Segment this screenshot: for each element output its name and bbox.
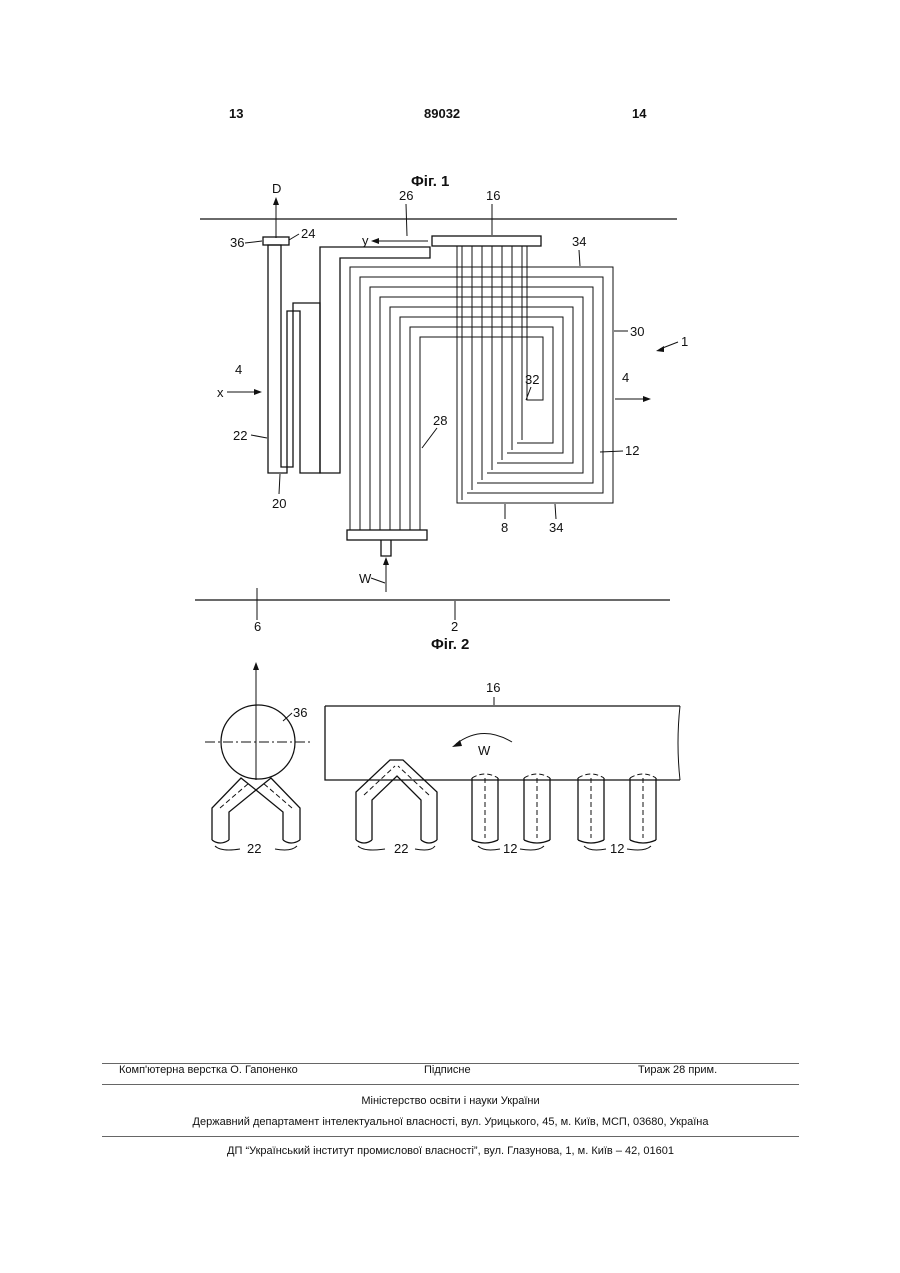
label-34-top: 34 [572,234,586,249]
label-x: x [217,385,224,400]
forked-tubes-22-middle [356,760,437,843]
footer-ministry: Міністерство освіти і науки України [102,1095,799,1107]
label-d: D [272,181,281,196]
footer-rule-3 [102,1136,799,1137]
label-12: 12 [625,443,639,458]
label-22-fig2-left: 22 [247,841,261,856]
footer-typesetting: Комп'ютерна верстка О. Гапоненко [119,1064,298,1076]
label-6: 6 [254,619,261,634]
header-16-side [325,706,680,780]
label-16-fig2: 16 [486,680,500,695]
outlet-header-36 [263,237,289,245]
label-w-fig1: W [359,571,372,586]
label-1: 1 [681,334,688,349]
label-w-fig2: W [478,743,491,758]
label-12-fig2-right: 12 [610,841,624,856]
footer-institute: ДП “Український інститут промислової вла… [102,1145,799,1157]
label-28: 28 [433,413,447,428]
label-8: 8 [501,520,508,535]
label-12-fig2-left: 12 [503,841,517,856]
serpentine-tube-22 [268,245,320,473]
label-4-left: 4 [235,362,242,377]
footer-signed: Підписне [424,1064,471,1076]
label-16: 16 [486,188,500,203]
label-36: 36 [230,235,244,250]
label-26: 26 [399,188,413,203]
label-36-fig2: 36 [293,705,307,720]
inlet-header [347,530,427,540]
figure-1-drawing: D 36 24 26 y 16 [0,0,900,640]
label-32: 32 [525,372,539,387]
riser-tube [320,247,430,473]
label-2: 2 [451,619,458,634]
header-16 [432,236,541,246]
straight-tubes-12 [472,774,656,843]
forked-tubes-22-left [212,778,300,843]
label-20: 20 [272,496,286,511]
label-22: 22 [233,428,247,443]
label-34-bottom: 34 [549,520,563,535]
header-tubes [462,246,522,500]
footer-circulation: Тираж 28 прим. [638,1064,717,1076]
footer-department: Державний департамент інтелектуальної вл… [102,1116,799,1128]
label-22-fig2-right: 22 [394,841,408,856]
footer-rule-2 [102,1084,799,1085]
label-y: y [362,233,369,248]
figure-2-drawing: 36 22 16 W 22 [0,650,900,870]
label-24: 24 [301,226,315,241]
label-30: 30 [630,324,644,339]
label-4-right: 4 [622,370,629,385]
